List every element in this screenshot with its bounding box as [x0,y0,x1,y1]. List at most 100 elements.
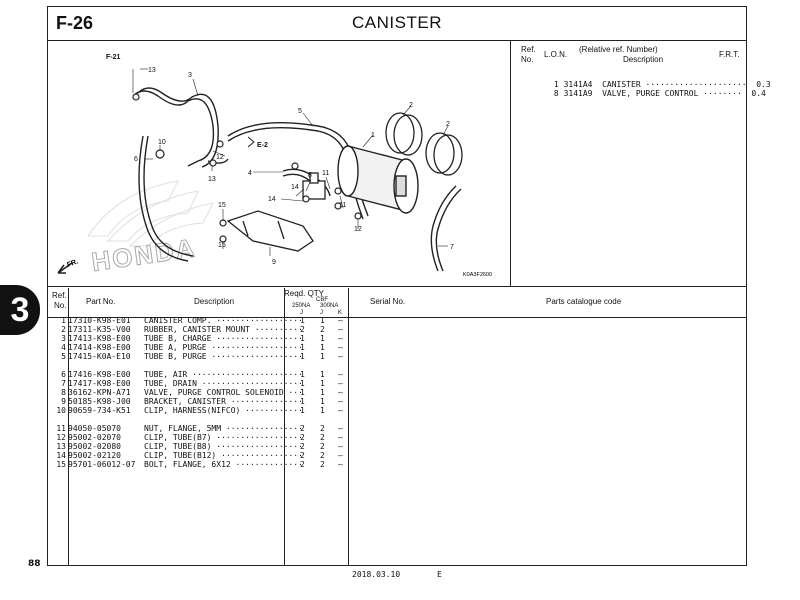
clip-icon [302,195,310,203]
ref-no: 7 [61,379,66,388]
callout: 1 [371,132,375,139]
frt-heading: F.R.T. [719,50,740,59]
description-heading: Description [194,297,235,306]
serial-no-heading: Serial No. [370,297,406,306]
qty-300na-j: 2 [320,460,325,469]
qty-300na-k: – [338,343,343,352]
labor-reference-panel: Ref. No. L.O.N. (Relative ref. Number) D… [511,41,771,287]
part-description: CLIP, TUBE(B12) ················· [144,451,303,460]
qty-300na-k: – [338,460,343,469]
qty-300na-j: 2 [320,424,325,433]
callout: 4 [248,170,252,177]
qty-300na-k: – [338,442,343,451]
part-description: CLIP, TUBE(B7) ·················· [144,433,303,442]
callout: 7 [450,244,454,251]
qty-300na-k: – [338,424,343,433]
column-divider [284,288,285,566]
300na-heading: 300NA [320,303,339,309]
callout: 13 [148,67,156,74]
part-description: RUBBER, CANISTER MOUNT ·········· [144,325,303,334]
relative-heading: (Relative ref. Number) [579,45,658,54]
qty-250na-j: 1 [300,379,305,388]
qty-250na-j: 2 [300,442,305,451]
parts-table-header: Ref. No. Part No. Description Reqd. QTY … [48,288,746,318]
part-number: 17413-K98-E00 [68,334,131,343]
ref-no: 11 [56,424,66,433]
reference-arrow-icon [247,136,255,148]
qty-300na-j: 1 [320,406,325,415]
callout: 15 [218,202,226,209]
part-number: 95002-02120 [68,451,121,460]
qty-250na-j: 1 [300,388,305,397]
ref-no: 13 [56,442,66,451]
callout: 11 [322,170,329,177]
ref-no: 6 [61,370,66,379]
part-number: 50185-K98-J00 [68,397,131,406]
ref-no: 9 [61,397,66,406]
callout-e2: E-2 [257,142,268,149]
clip-icon [132,93,140,101]
qty-250na-j: 1 [300,343,305,352]
qty-300na-j: 1 [320,379,325,388]
ref-no: 12 [56,433,66,442]
qty-300na-k: – [338,379,343,388]
footer-edition: E [437,570,442,579]
col-j-heading: J [320,310,323,316]
description-heading: Description [623,55,664,64]
qty-250na-j: 1 [300,316,305,325]
labor-row: 1 3141A4 CANISTER ····················· … [553,80,771,89]
column-divider [68,288,69,566]
callout: 14 [291,184,299,191]
front-arrow-icon [57,262,73,274]
part-number: 94050-05070 [68,424,121,433]
ref-heading: Ref. [52,291,67,300]
ref-no: 1 [61,316,66,325]
qty-250na-j: 2 [300,460,305,469]
part-description: NUT, FLANGE, 5MM ················ [144,424,303,433]
qty-300na-k: – [338,406,343,415]
figure-code: F-26 [56,13,94,33]
qty-300na-j: 1 [320,370,325,379]
part-description: CLIP, TUBE(B8) ·················· [144,442,303,451]
page-number: 88 [28,559,41,569]
qty-250na-j: 2 [300,424,305,433]
page-header: F-26 CANISTER [48,7,746,41]
canister-bracket [226,210,314,252]
part-number: 95701-06012-07 [68,460,136,469]
lon-heading: L.O.N. [544,50,568,59]
callout: 3 [188,72,192,79]
part-number: 17414-K98-E00 [68,343,131,352]
qty-250na-j: 2 [300,433,305,442]
qty-300na-j: 1 [320,388,325,397]
qty-300na-k: – [338,370,343,379]
image-code: K0A3F2600 [463,272,492,278]
col-k-heading: K [338,310,343,316]
qty-300na-k: – [338,334,343,343]
clip-icon [209,159,217,167]
honda-wing-watermark [87,180,214,247]
nut-icon [334,187,342,195]
part-number: 36162-KPN-A71 [68,388,131,397]
callout: 5 [298,108,302,115]
qty-300na-k: – [338,388,343,397]
part-description: CANISTER COMP. ·················· [144,316,303,325]
qty-250na-j: 2 [300,451,305,460]
callout: 11 [339,202,346,209]
qty-300na-j: 2 [320,433,325,442]
clip-icon [216,140,224,148]
callout: 2 [446,121,450,128]
callout: 9 [272,259,276,266]
qty-250na-j: 1 [300,352,305,361]
qty-300na-j: 2 [320,442,325,451]
ref-no: 2 [61,325,66,334]
qty-300na-j: 2 [320,451,325,460]
page-frame: F-26 CANISTER HONDA [28,6,771,569]
callout: 15 [218,242,226,249]
no-heading: No. [521,55,534,64]
qty-300na-j: 1 [320,352,325,361]
part-description: TUBE, DRAIN ····················· [144,379,303,388]
ref-no: 5 [61,352,66,361]
qty-250na-j: 1 [300,334,305,343]
part-description: BRACKET, CANISTER ··············· [144,397,303,406]
qty-250na-j: 1 [300,370,305,379]
